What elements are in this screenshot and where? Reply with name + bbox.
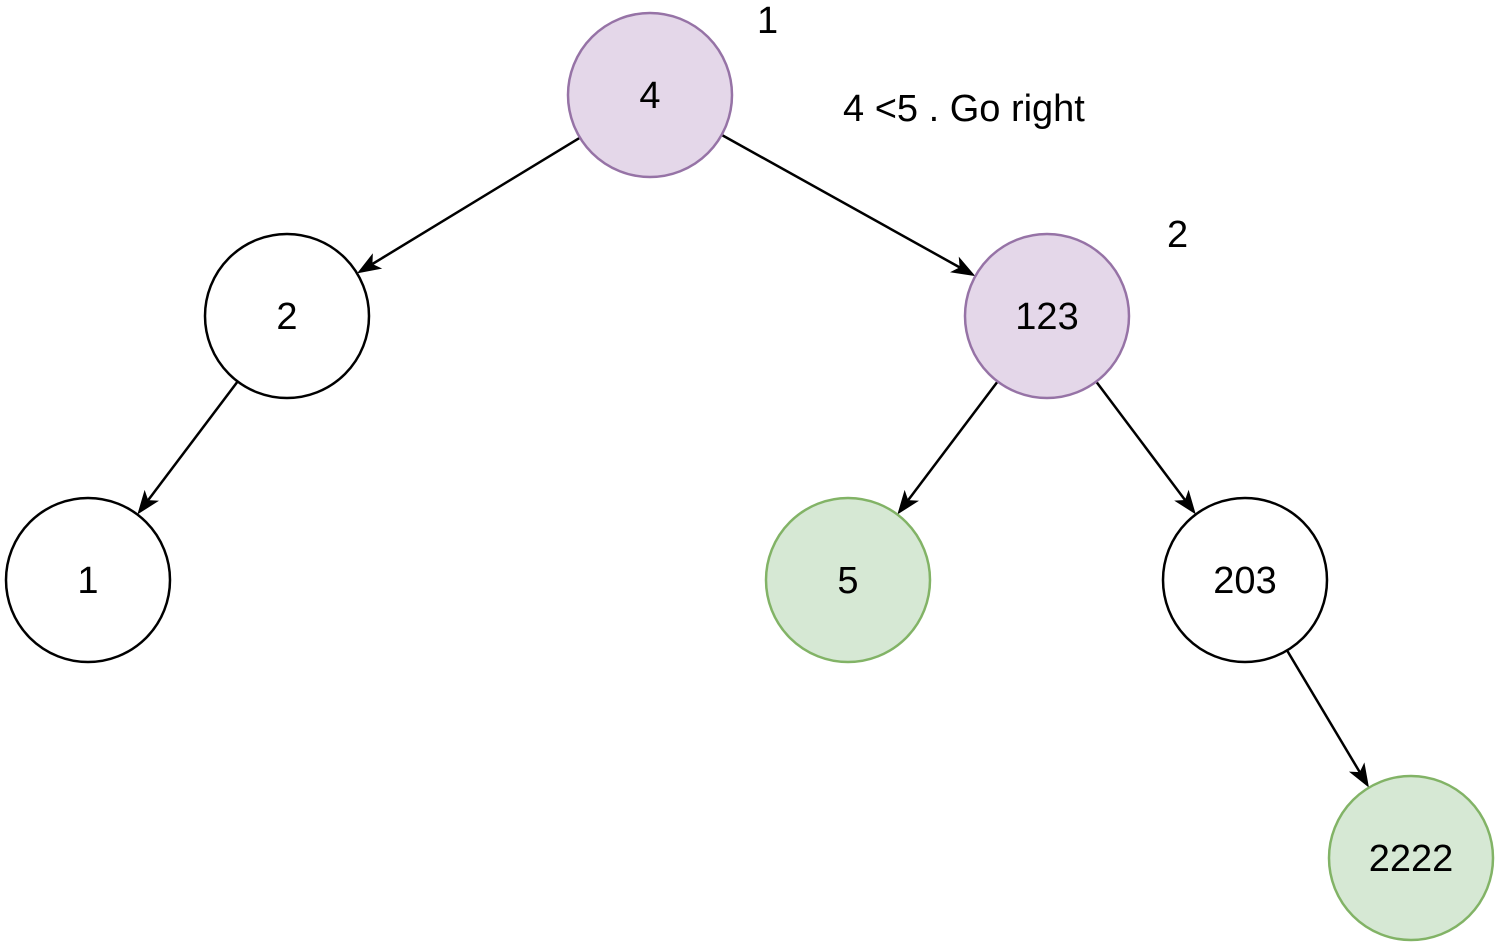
tree-node-2222: 2222 (1327, 774, 1495, 942)
node-label: 2222 (1369, 838, 1454, 880)
node-label: 123 (1015, 296, 1078, 338)
nodes-layer: 4 2 123 1 5 203 2222 (4, 11, 1495, 942)
node-circle (1327, 774, 1495, 942)
node-label: 203 (1213, 560, 1276, 602)
edge-line (147, 380, 239, 501)
tree-node-2: 2 (203, 232, 371, 400)
tree-node-5: 5 (764, 496, 932, 664)
edge-line (721, 133, 961, 269)
arrowhead-icon (950, 256, 976, 277)
arrowhead-icon (1174, 489, 1196, 515)
edge-n203-n2222 (1285, 649, 1369, 788)
node-circle (764, 496, 932, 664)
node-circle (203, 232, 371, 400)
tree-node-123: 123 (963, 232, 1131, 400)
edge-n4-n123 (721, 133, 976, 277)
edge-line (1285, 649, 1361, 773)
edge-n123-n5 (897, 380, 999, 515)
edge-line (371, 136, 581, 266)
arrowhead-icon (357, 253, 383, 274)
node-label: 4 (639, 75, 660, 117)
arrowhead-icon (897, 489, 919, 515)
edge-line (1095, 380, 1186, 501)
edge-line (907, 380, 999, 501)
tree-node-203: 203 (1161, 496, 1329, 664)
comparison-note: 4 <5 . Go right (843, 88, 1085, 130)
node-circle (4, 496, 172, 664)
arrowhead-icon (1348, 762, 1369, 788)
edge-n4-n2 (357, 136, 581, 274)
tree-node-4: 4 (566, 11, 734, 179)
node-label: 1 (77, 560, 98, 602)
node-circle (963, 232, 1131, 400)
edges-layer (137, 133, 1369, 788)
step-2-label: 2 (1167, 214, 1188, 256)
tree-node-1: 1 (4, 496, 172, 664)
edge-n2-n1 (137, 380, 239, 515)
node-circle (1161, 496, 1329, 664)
step-1-label: 1 (757, 0, 778, 42)
node-label: 2 (276, 296, 297, 338)
node-label: 5 (837, 560, 858, 602)
arrowhead-icon (137, 489, 159, 515)
edge-n123-n203 (1095, 380, 1196, 515)
node-circle (566, 11, 734, 179)
